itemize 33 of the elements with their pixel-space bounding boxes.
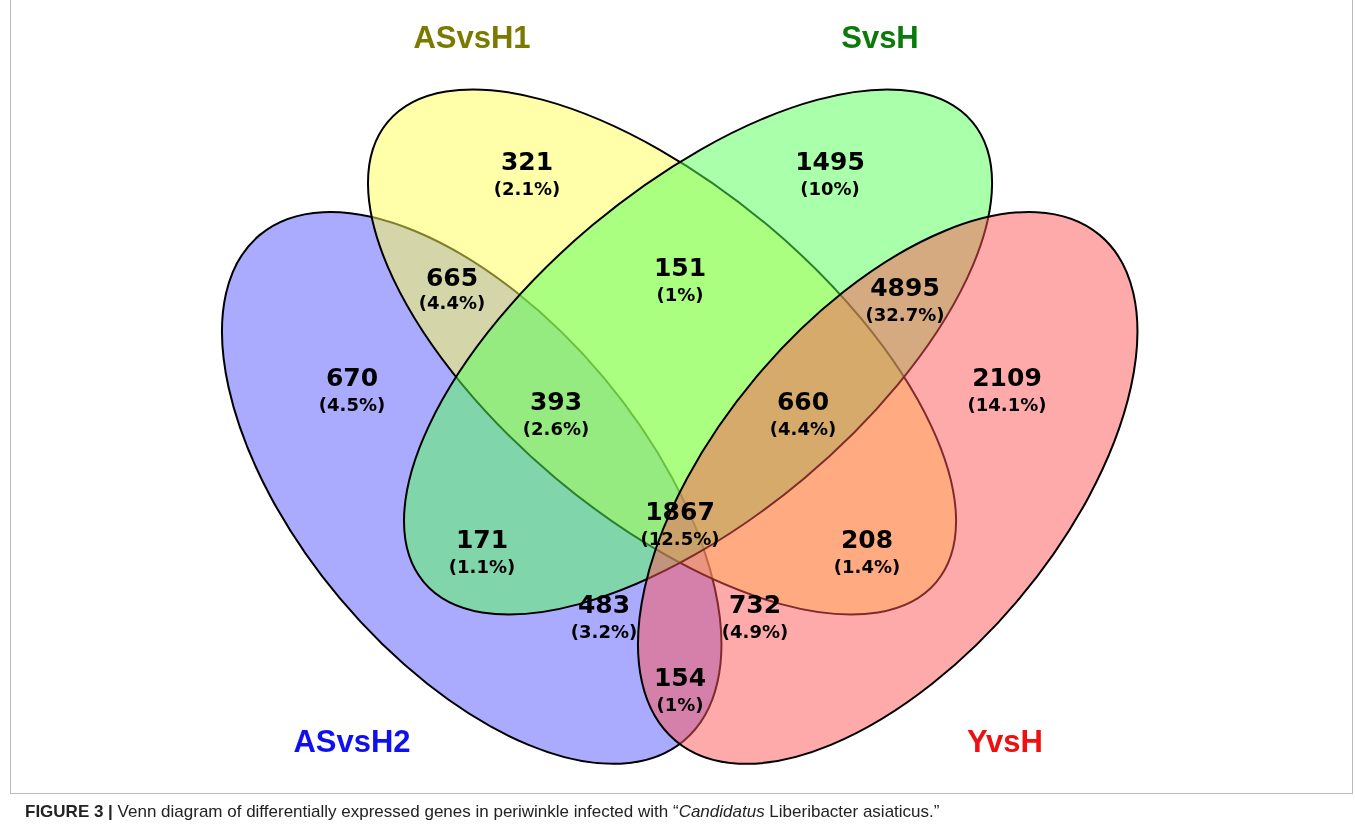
count-label: 154 — [653, 664, 707, 692]
percent-label: (4.4%) — [418, 291, 486, 313]
count-label: 1495 — [795, 148, 865, 176]
count-label: 2109 — [972, 364, 1042, 392]
count-label: 483 — [577, 591, 631, 619]
figure-caption: FIGURE 3 | Venn diagram of differentially expressed genes in periwinkle infected with “Candidatus Liberibacter asiaticus.” — [25, 801, 940, 823]
percent-label: (4.4%) — [769, 417, 837, 439]
percent-label: (1%) — [656, 283, 704, 305]
percent-label: (14.1%) — [967, 393, 1047, 415]
percent-label: (10%) — [800, 177, 860, 199]
percent-label: (2.6%) — [522, 417, 590, 439]
percent-label: (4.5%) — [318, 393, 386, 415]
count-label: 665 — [425, 264, 479, 292]
count-label: 660 — [776, 388, 830, 416]
set-label: ASvsH1 — [413, 20, 531, 56]
percent-label: (4.9%) — [721, 620, 789, 642]
percent-label: (32.7%) — [865, 303, 945, 325]
count-label: 393 — [529, 388, 583, 416]
set-label: SvsH — [841, 20, 919, 56]
count-label: 151 — [653, 254, 707, 282]
count-label: 208 — [840, 526, 894, 554]
percent-label: (3.2%) — [570, 620, 638, 642]
percent-label: (1%) — [656, 693, 704, 715]
set-label: ASvsH2 — [293, 724, 411, 760]
count-label: 732 — [728, 591, 782, 619]
count-label: 171 — [455, 526, 509, 554]
count-label: 670 — [325, 364, 379, 392]
set-label: YvsH — [967, 724, 1043, 760]
count-label: 321 — [500, 148, 554, 176]
percent-label: (1.4%) — [833, 555, 901, 577]
count-label: 4895 — [870, 274, 940, 302]
percent-label: (1.1%) — [448, 555, 516, 577]
percent-label: (2.1%) — [493, 177, 561, 199]
